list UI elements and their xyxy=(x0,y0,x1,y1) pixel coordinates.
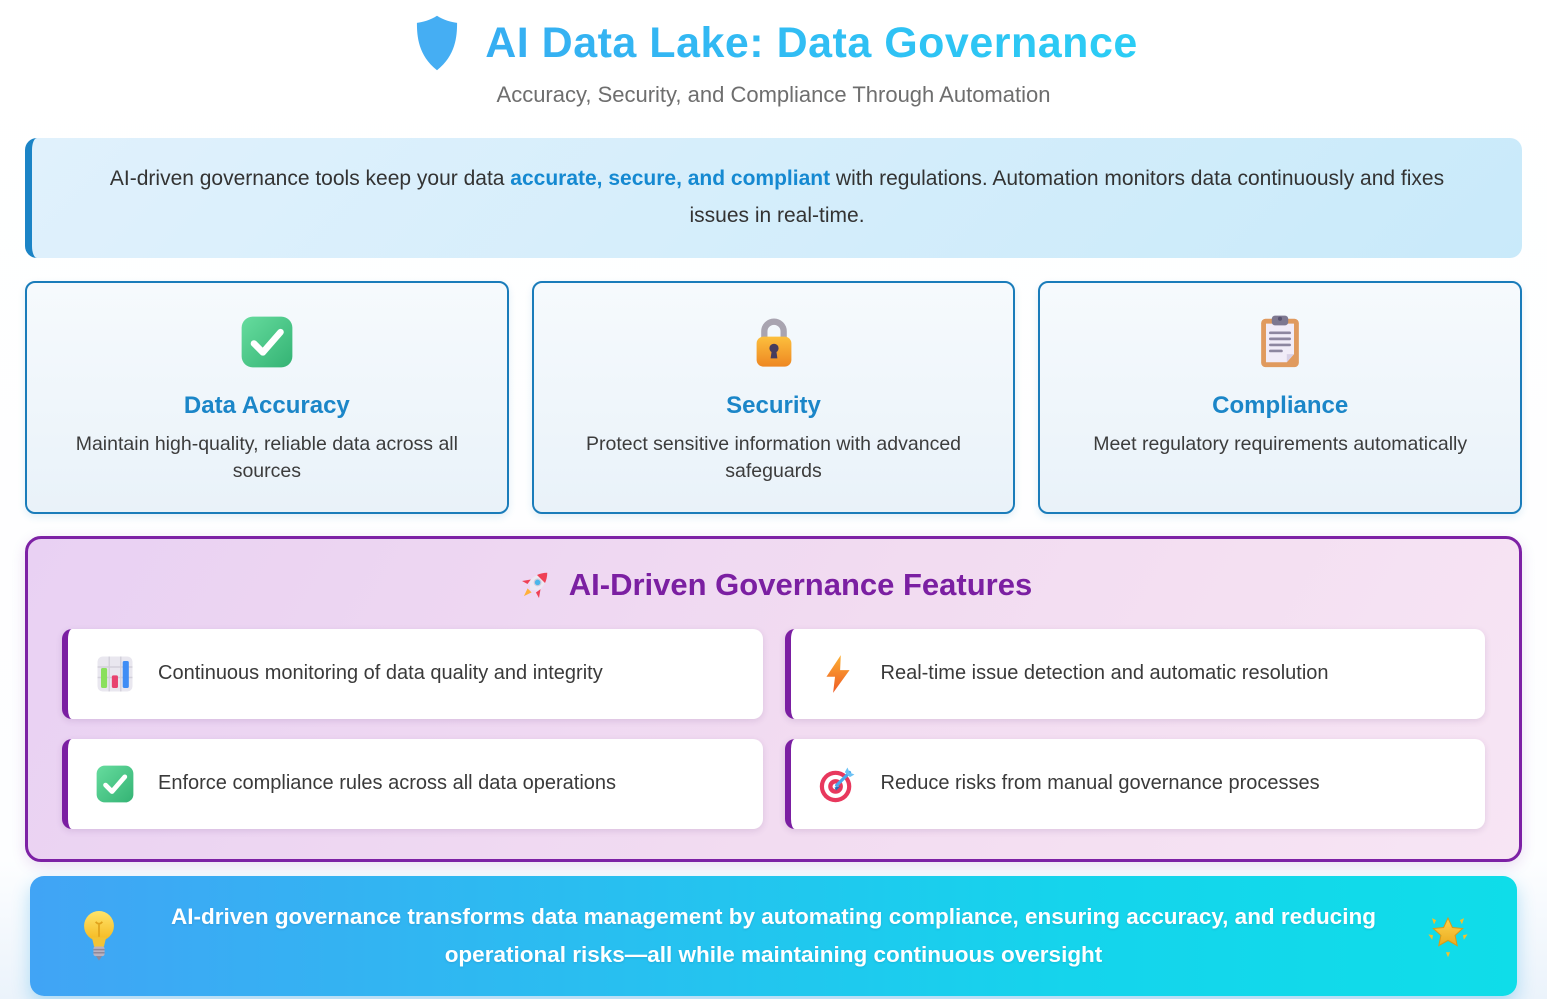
lock-icon xyxy=(558,313,990,376)
feature-monitoring: Continuous monitoring of data quality an… xyxy=(62,628,763,719)
clipboard-icon xyxy=(1064,313,1496,376)
features-title-row: AI-Driven Governance Features xyxy=(62,565,1485,605)
feature-text: Reduce risks from manual governance proc… xyxy=(880,772,1320,795)
check-icon xyxy=(51,313,483,376)
shield-icon xyxy=(417,15,458,71)
pillar-cards: Data Accuracy Maintain high-quality, rel… xyxy=(25,280,1523,514)
footer-text: AI-driven governance transforms data man… xyxy=(171,904,1376,967)
pillar-security: Security Protect sensitive information w… xyxy=(531,280,1016,514)
feature-text: Real-time issue detection and automatic … xyxy=(880,662,1329,685)
features-section: AI-Driven Governance Features Continuous… xyxy=(25,535,1522,862)
page-subtitle: Accuracy, Security, and Compliance Throu… xyxy=(496,82,1051,107)
page-header: AI Data Lake: Data Governance Accuracy, … xyxy=(0,0,1547,108)
intro-highlight: accurate, secure, and compliant xyxy=(510,167,831,190)
lightbulb-icon xyxy=(84,910,114,961)
check-icon xyxy=(94,763,136,805)
features-title: AI-Driven Governance Features xyxy=(568,566,1033,602)
bar-chart-icon xyxy=(94,653,136,695)
pillar-title: Data Accuracy xyxy=(183,391,350,419)
pillar-title: Compliance xyxy=(1212,391,1349,419)
feature-enforce: Enforce compliance rules across all data… xyxy=(62,738,763,829)
feature-text: Enforce compliance rules across all data… xyxy=(158,772,617,795)
intro-text-before: AI-driven governance tools keep your dat… xyxy=(109,167,511,190)
pillar-description: Protect sensitive information with advan… xyxy=(585,432,962,483)
footer-banner: AI-driven governance transforms data man… xyxy=(30,875,1517,996)
feature-reduce-risk: Reduce risks from manual governance proc… xyxy=(784,738,1485,829)
page-title: AI Data Lake: Data Governance xyxy=(485,18,1138,67)
intro-text-after: with regulations. Automation monitors da… xyxy=(689,167,1445,227)
rocket-icon xyxy=(521,572,548,598)
feature-text: Continuous monitoring of data quality an… xyxy=(158,662,603,685)
lightning-icon xyxy=(817,653,859,695)
pillar-description: Maintain high-quality, reliable data acr… xyxy=(75,432,458,483)
pillar-data-accuracy: Data Accuracy Maintain high-quality, rel… xyxy=(25,280,509,514)
pillar-compliance: Compliance Meet regulatory requirements … xyxy=(1038,280,1523,514)
target-icon xyxy=(817,763,859,805)
intro-callout: AI-driven governance tools keep your dat… xyxy=(25,138,1522,258)
pillar-title: Security xyxy=(726,391,821,419)
feature-realtime: Real-time issue detection and automatic … xyxy=(784,628,1485,719)
feature-grid: Continuous monitoring of data quality an… xyxy=(62,628,1485,829)
pillar-description: Meet regulatory requirements automatical… xyxy=(1093,432,1468,455)
glowing-star-icon xyxy=(1428,916,1468,958)
